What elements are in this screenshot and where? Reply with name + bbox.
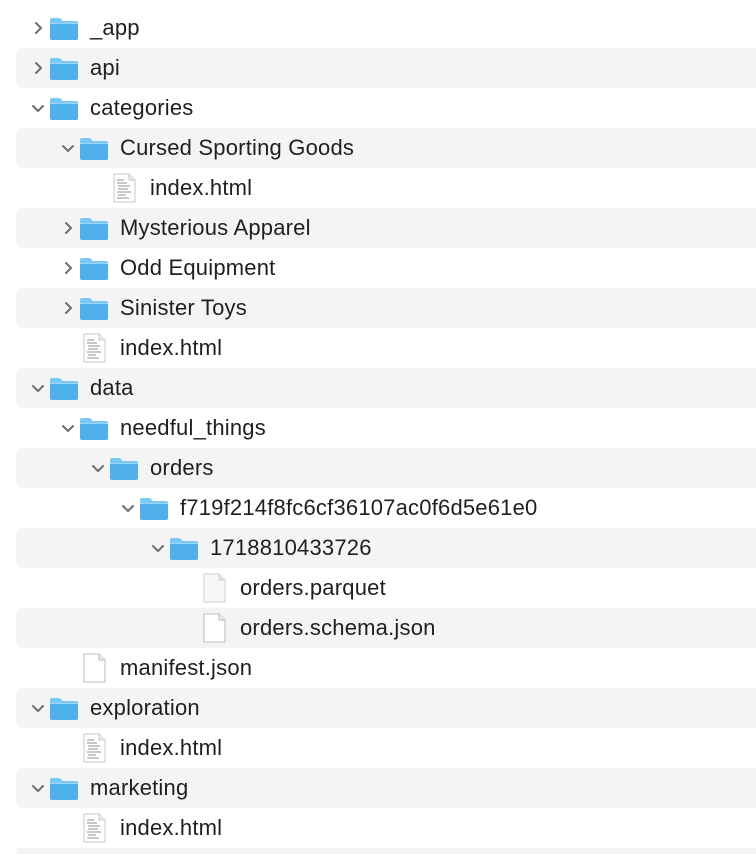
folder-icon	[78, 252, 110, 284]
folder-row-exploration[interactable]: exploration	[16, 688, 756, 728]
file-row-manifest-json[interactable]: manifest.json	[16, 648, 756, 688]
html-file-icon	[78, 732, 110, 764]
folder-icon	[48, 12, 80, 44]
item-label: Odd Equipment	[120, 255, 276, 280]
item-label: index.html	[150, 175, 253, 200]
folder-icon	[138, 492, 170, 524]
document-icon	[198, 612, 230, 644]
folder-row-app[interactable]: _app	[16, 8, 756, 48]
folder-row-1718810433726[interactable]: 1718810433726	[16, 528, 756, 568]
folder-row-mysterious-apparel[interactable]: Mysterious Apparel	[16, 208, 756, 248]
folder-icon	[48, 692, 80, 724]
chevron-down-icon[interactable]	[28, 778, 48, 798]
folder-icon	[48, 772, 80, 804]
item-label: Cursed Sporting Goods	[120, 135, 355, 160]
chevron-down-icon[interactable]	[88, 458, 108, 478]
chevron-down-icon[interactable]	[58, 418, 78, 438]
folder-icon	[78, 132, 110, 164]
item-label: categories	[90, 95, 194, 120]
item-label: orders.schema.json	[240, 615, 436, 640]
folder-icon	[78, 212, 110, 244]
chevron-down-icon[interactable]	[58, 138, 78, 158]
folder-icon	[48, 372, 80, 404]
folder-row-sinister-toys[interactable]: Sinister Toys	[16, 288, 756, 328]
folder-icon	[78, 292, 110, 324]
item-label: manifest.json	[120, 655, 253, 680]
html-file-icon	[108, 172, 140, 204]
folder-icon	[48, 92, 80, 124]
item-label: exploration	[90, 695, 200, 720]
folder-icon	[48, 52, 80, 84]
chevron-down-icon[interactable]	[28, 698, 48, 718]
chevron-down-icon[interactable]	[28, 98, 48, 118]
file-icon	[198, 572, 230, 604]
document-icon	[78, 652, 110, 684]
folder-row-api[interactable]: api	[16, 48, 756, 88]
item-label: api	[90, 55, 120, 80]
item-label: Mysterious Apparel	[120, 215, 311, 240]
item-label: index.html	[120, 735, 223, 760]
folder-row-categories[interactable]: categories	[16, 88, 756, 128]
item-label: f719f214f8fc6cf36107ac0f6d5e61e0	[180, 495, 538, 520]
html-file-icon	[78, 812, 110, 844]
chevron-right-icon[interactable]	[28, 18, 48, 38]
item-label: _app	[90, 15, 140, 40]
folder-row-needful-things[interactable]: needful_things	[16, 408, 756, 448]
file-row-index-html[interactable]: index.html	[16, 328, 756, 368]
chevron-down-icon[interactable]	[28, 378, 48, 398]
folder-row-cursed-sporting-goods[interactable]: Cursed Sporting Goods	[16, 128, 756, 168]
folder-row-odd-equipment[interactable]: Odd Equipment	[16, 248, 756, 288]
item-label: orders.parquet	[240, 575, 386, 600]
folder-icon	[168, 532, 200, 564]
file-row-index-html[interactable]: index.html	[16, 808, 756, 848]
file-row-orders-parquet[interactable]: orders.parquet	[16, 568, 756, 608]
file-row-index-html[interactable]: index.html	[16, 168, 756, 208]
file-row-index-html[interactable]: index.html	[16, 728, 756, 768]
item-label: Sinister Toys	[120, 295, 247, 320]
item-label: marketing	[90, 775, 189, 800]
item-label: orders	[150, 455, 214, 480]
item-label: 1718810433726	[210, 535, 372, 560]
folder-icon	[108, 452, 140, 484]
file-row-orders-schema-json[interactable]: orders.schema.json	[16, 608, 756, 648]
folder-row-f719f214f8fc6cf36107ac0f6d5e61e0[interactable]: f719f214f8fc6cf36107ac0f6d5e61e0	[16, 488, 756, 528]
folder-row-data[interactable]: data	[16, 368, 756, 408]
folder-icon	[78, 412, 110, 444]
item-label: index.html	[120, 335, 223, 360]
item-label: needful_things	[120, 415, 266, 440]
row-cut-off	[16, 848, 756, 854]
chevron-right-icon[interactable]	[58, 218, 78, 238]
html-file-icon	[78, 332, 110, 364]
folder-row-marketing[interactable]: marketing	[16, 768, 756, 808]
item-label: index.html	[120, 815, 223, 840]
chevron-right-icon[interactable]	[28, 58, 48, 78]
item-label: data	[90, 375, 134, 400]
chevron-down-icon[interactable]	[118, 498, 138, 518]
folder-row-orders[interactable]: orders	[16, 448, 756, 488]
chevron-right-icon[interactable]	[58, 298, 78, 318]
chevron-right-icon[interactable]	[58, 258, 78, 278]
chevron-down-icon[interactable]	[148, 538, 168, 558]
